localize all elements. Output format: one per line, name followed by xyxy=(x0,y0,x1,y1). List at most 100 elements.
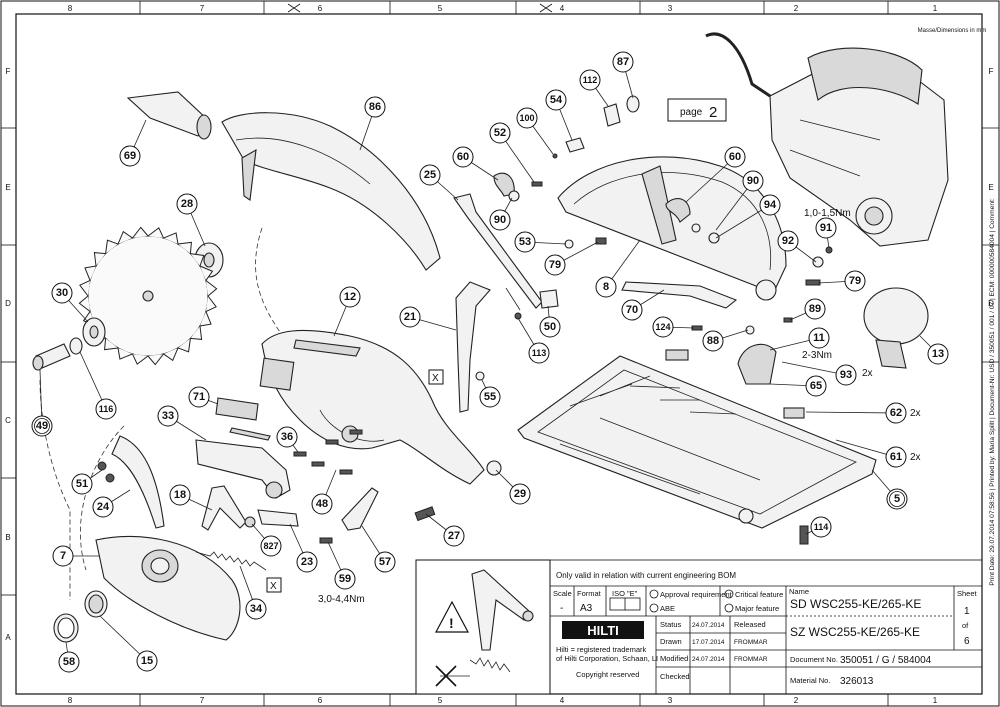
callout-number: 90 xyxy=(494,214,506,226)
callout-c53: 53 xyxy=(514,231,536,253)
callout-c79b: 79 xyxy=(844,270,866,292)
callout-number: 53 xyxy=(519,236,531,248)
callout-c827: 827 xyxy=(260,535,282,557)
leader-c15 xyxy=(99,615,148,662)
callout-number: 59 xyxy=(339,573,351,585)
part-riving-knife xyxy=(111,435,165,529)
view-marker-x-top: X xyxy=(432,373,439,384)
callout-number: 87 xyxy=(617,56,629,68)
callout-c62: 62 xyxy=(885,402,907,424)
svg-text:F: F xyxy=(6,67,11,76)
callout-number: 54 xyxy=(550,94,563,106)
part-bearing-ring xyxy=(84,590,108,618)
modified-date: 24.07.2014 xyxy=(692,656,725,663)
callout-c70: 70 xyxy=(621,299,643,321)
callout-number: 36 xyxy=(281,431,293,443)
callout-c59: 59 xyxy=(334,568,356,590)
callout-number: 62 xyxy=(890,407,902,419)
svg-text:7: 7 xyxy=(200,4,205,13)
torque-note-knob: 2-3Nm xyxy=(802,350,832,361)
callout-number: 124 xyxy=(655,322,670,332)
callout-number: 79 xyxy=(849,275,861,287)
callout-c29: 29 xyxy=(509,483,531,505)
leader-c60b xyxy=(685,156,736,203)
callout-number: 29 xyxy=(514,488,526,500)
callout-number: 93 xyxy=(840,369,852,381)
iso-label: ISO "E" xyxy=(612,589,638,598)
callout-number: 92 xyxy=(782,235,794,247)
qty-note-93: 2x xyxy=(862,368,873,379)
name-sd: SD WSC255-KE/265-KE xyxy=(790,597,921,611)
checked-label: Checked xyxy=(660,672,690,681)
abe-label: ABE xyxy=(660,604,675,613)
svg-text:4: 4 xyxy=(560,696,565,705)
callout-number: 34 xyxy=(250,603,263,615)
callout-number: 13 xyxy=(932,348,944,360)
callout-c69: 69 xyxy=(119,145,141,167)
view-marker-x-bottom: X xyxy=(270,581,277,592)
part-guard-lever xyxy=(201,485,256,531)
callout-number: 79 xyxy=(549,259,561,271)
part-retaining-ring xyxy=(53,613,79,643)
part-base-plate xyxy=(517,349,877,529)
svg-text:2: 2 xyxy=(794,696,799,705)
callout-number: 30 xyxy=(56,287,68,299)
callout-c94: 94 xyxy=(759,194,781,216)
callout-c8: 8 xyxy=(595,276,617,298)
callout-c60a: 60 xyxy=(452,146,474,168)
svg-text:7: 7 xyxy=(200,696,205,705)
status-label: Status xyxy=(660,620,682,629)
part-upper-guard xyxy=(221,112,441,271)
page-ref-label: page xyxy=(680,107,703,118)
callout-c93: 93 xyxy=(835,364,857,386)
annotation-notes: 1,0-1,5Nm 2-3Nm 2x 2x 2x 3,0-4,4Nm X X xyxy=(266,208,921,605)
callout-c21: 21 xyxy=(399,306,421,328)
callout-c124: 124 xyxy=(652,316,674,338)
sheet-of-label: of xyxy=(962,621,969,630)
scale-label: Scale xyxy=(553,589,572,598)
part-wing-knob-right xyxy=(665,198,691,223)
callout-number: 91 xyxy=(820,222,832,234)
callout-number: 8 xyxy=(603,281,609,293)
callout-number: 15 xyxy=(141,655,153,667)
callout-c55: 55 xyxy=(479,386,501,408)
callout-number: 60 xyxy=(457,151,469,163)
callout-c33: 33 xyxy=(157,405,179,427)
callout-c89: 89 xyxy=(804,298,826,320)
callout-number: 51 xyxy=(76,478,88,490)
callout-number: 49 xyxy=(36,420,48,432)
drawn-label: Drawn xyxy=(660,637,682,646)
callout-c34a: 34 xyxy=(245,598,267,620)
zone-labels-top: 8 7 6 5 4 3 2 1 xyxy=(68,4,938,13)
drawn-date: 17.07.2014 xyxy=(692,639,725,646)
part-dust-nozzle xyxy=(126,91,212,140)
saw-blade-teeth xyxy=(78,226,218,366)
callout-c112: 112 xyxy=(579,69,601,91)
callout-number: 70 xyxy=(626,304,638,316)
part-return-spring xyxy=(195,551,267,571)
svg-text:3: 3 xyxy=(668,4,673,13)
callout-number: 18 xyxy=(174,489,186,501)
callout-c113: 113 xyxy=(528,342,550,364)
page-ref-number: 2 xyxy=(709,104,717,121)
callout-number: 21 xyxy=(404,311,416,323)
sheet-label: Sheet xyxy=(957,589,978,598)
callout-number: 113 xyxy=(532,348,547,358)
part-clamp-plate xyxy=(505,287,559,320)
callout-number: 827 xyxy=(263,541,278,551)
callout-c18a: 18 xyxy=(169,484,191,506)
svg-text:E: E xyxy=(5,183,10,192)
part-lower-guard xyxy=(95,535,241,641)
callout-number: 55 xyxy=(484,391,496,403)
callout-number: 23 xyxy=(301,556,313,568)
trademark-line-2: of Hilti Corporation, Schaan, LI xyxy=(556,654,658,663)
svg-text:A: A xyxy=(5,633,11,642)
callout-c71: 71 xyxy=(188,386,210,408)
material-label: Material No. xyxy=(790,676,830,685)
callout-c15: 15 xyxy=(136,650,158,672)
modified-by: FROMMAR xyxy=(734,656,768,663)
part-link-bracket xyxy=(257,509,299,527)
print-stamp: Print Date: 29.07.2014 07:58:56 | Printe… xyxy=(989,198,996,585)
callout-c49: 49 xyxy=(31,415,53,437)
